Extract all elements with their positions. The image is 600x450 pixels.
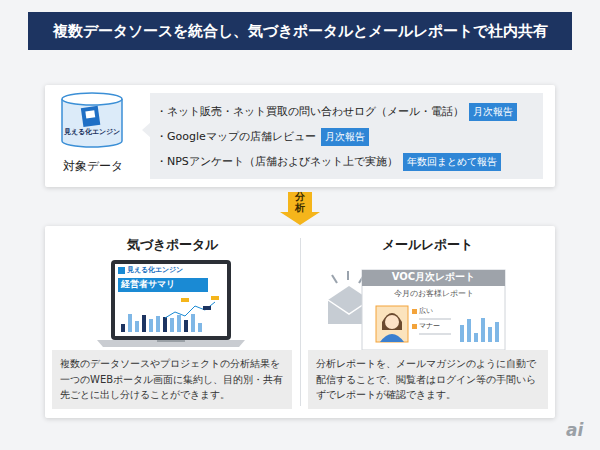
chart-bar [149,319,153,332]
summary-band [118,278,208,292]
signal-stroke [347,271,349,280]
output-panel: 気づきポータル複数のデータソースやプロジェクトの分析結果を一つのWEBポータル画… [45,226,555,418]
signal-stroke [332,275,337,283]
line-chart [165,302,215,318]
chart-bar [481,318,485,342]
report-tag: 年数回まとめて報告 [403,153,501,171]
document-icon [81,106,100,127]
caption-text: 複数のデータソースやプロジェクトの分析結果を一つのWEBポータル画面に集約し、目… [60,356,284,403]
report-item: マナー [419,322,440,330]
caption-box: 複数のデータソースやプロジェクトの分析結果を一つのWEBポータル画面に集約し、目… [52,350,292,409]
chart-bar [198,323,202,332]
chart-bar [142,315,146,332]
portal-section: 気づきポータル複数のデータソースやプロジェクトの分析結果を一つのWEBポータル画… [45,226,300,418]
chart-marker [203,306,211,310]
logo-mark [118,267,125,274]
flow-arrow [280,192,320,225]
report-sheet [362,270,505,350]
report-band [362,270,505,286]
watermark: ai [566,420,583,440]
chart-marker [211,296,219,300]
chart-marker [181,298,189,302]
chart-bar [467,319,471,342]
chart-bar [135,321,139,332]
source-item: ・NPSアンケート（店舗およびネット上で実施） [156,153,398,171]
chart-bar [156,316,160,332]
mail-section: メールレポート分析レポートを、メールマガジンのように自動で配信することで、閲覧者… [300,226,555,418]
chart-bar [495,322,499,342]
laptop-notch [157,340,185,342]
laptop-base [97,340,245,347]
tag-label: 月次報告 [325,129,365,145]
source-list-box: ・ネット販売・ネット買取の問い合わせログ（メール・電話） ・Googleマップの店… [150,93,543,179]
tag-label: 年数回まとめて報告 [407,154,497,170]
chart-bar [128,314,132,332]
report-tag: 月次報告 [321,128,369,146]
chart-bar [163,317,167,332]
chart-bar [170,318,174,332]
avatar-hair [382,313,402,330]
source-item: ・ネット販売・ネット買取の問い合わせログ（メール・電話） [156,103,464,121]
source-panel: 対象データ ・ネット販売・ネット買取の問い合わせログ（メール・電話） ・Google… [45,85,555,187]
avatar-face [385,315,399,329]
report-item: 広い [419,307,433,315]
chart-bar [184,320,188,332]
laptop-frame [111,260,231,340]
cylinder-top [62,93,122,105]
chart-bar [121,324,125,332]
bullet-mark [412,324,417,329]
chart-bar [488,327,492,342]
report-subtitle: 今月のお客様レポート [362,289,505,298]
caption-text: 分析レポートを、メールマガジンのように自動で配信することで、閲覧者はログイン等の… [316,356,540,403]
chart-bar [177,315,181,332]
cylinder-body [62,99,122,147]
icon-label: 見える化エンジン [60,128,124,136]
node-label: 気づきポータル [45,236,300,254]
report-tag: 月次報告 [469,103,517,121]
edge-label: 分析 [295,191,305,213]
avatar-frame [376,306,408,342]
caption-box: 分析レポートを、メールマガジンのように自動で配信することで、閲覧者はログイン等の… [308,350,548,409]
document-icon [85,110,95,118]
bar-chart [121,314,202,332]
logo-label: 見える化エンジン [127,266,183,274]
node-label: 対象データ [45,157,140,175]
chart-bar [191,314,195,332]
node-label: メールレポート [300,236,555,254]
laptop-screen [115,264,227,336]
chart-bar [474,333,478,342]
chart-bar [460,325,464,342]
report-heading: VOC月次レポート [362,271,505,283]
text-line [419,333,451,335]
bullet-mark [412,309,417,314]
bar-chart [460,318,499,342]
source-item: ・Googleマップの店舗レビュー [156,128,316,146]
tag-label: 月次報告 [473,104,513,120]
text-line [419,318,451,320]
screen-heading: 経営者サマリ [121,279,175,290]
title-banner: 複数データソースを統合し、気づきポータルとメールレポートで社内共有 [28,12,572,50]
divider-line [300,238,301,406]
avatar-body [380,334,404,342]
